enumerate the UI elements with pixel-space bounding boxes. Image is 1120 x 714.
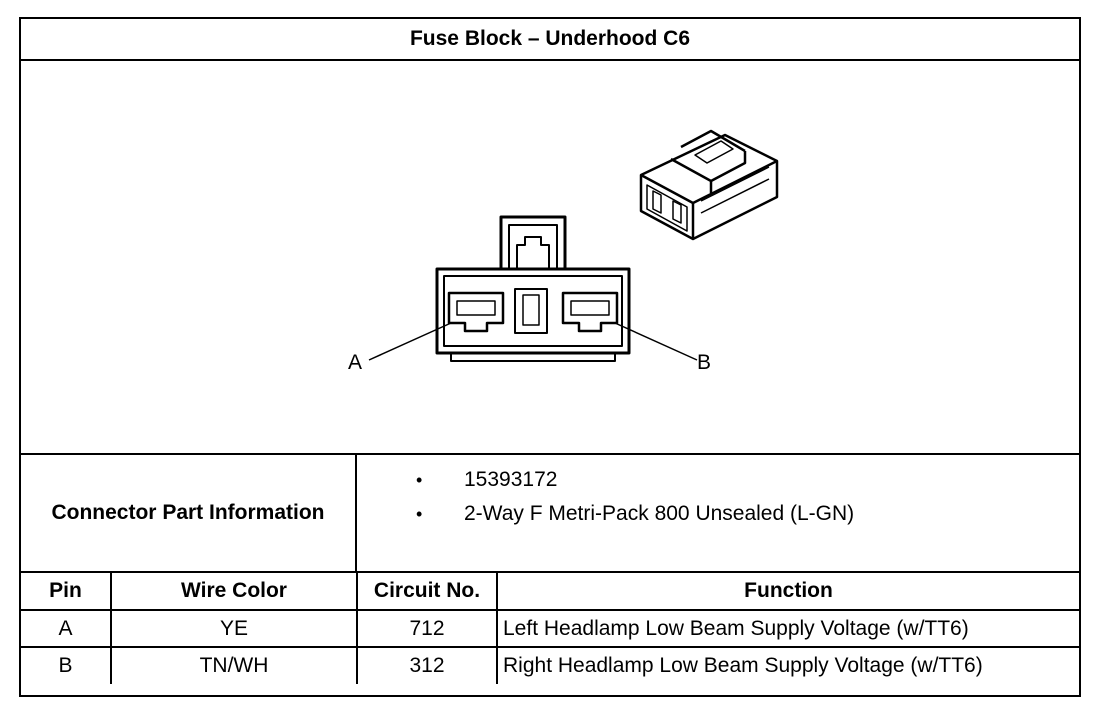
cell-pin: A xyxy=(21,609,112,648)
header-wire-color: Wire Color xyxy=(110,573,358,611)
connector-illustration: A B xyxy=(348,129,779,374)
header-pin: Pin xyxy=(21,573,112,611)
cell-function: Left Headlamp Low Beam Supply Voltage (w… xyxy=(496,609,1079,648)
bullet-icon: • xyxy=(416,504,423,524)
cell-function: Right Headlamp Low Beam Supply Voltage (… xyxy=(496,646,1079,684)
bullet-icon: • xyxy=(416,470,423,490)
cell-wire-color: YE xyxy=(110,609,358,648)
pin-a-label: A xyxy=(348,351,362,374)
header-circuit-no: Circuit No. xyxy=(356,573,498,611)
cell-circuit: 312 xyxy=(356,646,498,684)
cell-pin: B xyxy=(21,646,112,684)
part-number: 15393172 xyxy=(464,468,558,491)
connector-info-list: • 15393172 • 2-Way F Metri-Pack 800 Unse… xyxy=(357,455,1079,579)
pin-b-label: B xyxy=(697,351,711,374)
connector-drawing: A B xyxy=(21,61,1079,455)
connector-part-information: Connector Part Information • 15393172 • … xyxy=(21,455,1079,573)
connector-description: 2-Way F Metri-Pack 800 Unsealed (L-GN) xyxy=(464,502,855,525)
list-item: • 2-Way F Metri-Pack 800 Unsealed (L-GN) xyxy=(357,497,1079,531)
cell-wire-color: TN/WH xyxy=(110,646,358,684)
table-row: B TN/WH 312 Right Headlamp Low Beam Supp… xyxy=(21,646,1079,684)
pin-table: Pin Wire Color Circuit No. Function A YE… xyxy=(21,573,1079,684)
connector-info-label: Connector Part Information xyxy=(21,455,357,571)
list-item: • 15393172 xyxy=(357,463,1079,497)
header-function: Function xyxy=(496,573,1079,611)
page-title: Fuse Block – Underhood C6 xyxy=(21,19,1079,61)
table-header-row: Pin Wire Color Circuit No. Function xyxy=(21,573,1079,611)
table-row: A YE 712 Left Headlamp Low Beam Supply V… xyxy=(21,609,1079,648)
connector-sheet: Fuse Block – Underhood C6 xyxy=(19,17,1081,697)
cell-circuit: 712 xyxy=(356,609,498,648)
